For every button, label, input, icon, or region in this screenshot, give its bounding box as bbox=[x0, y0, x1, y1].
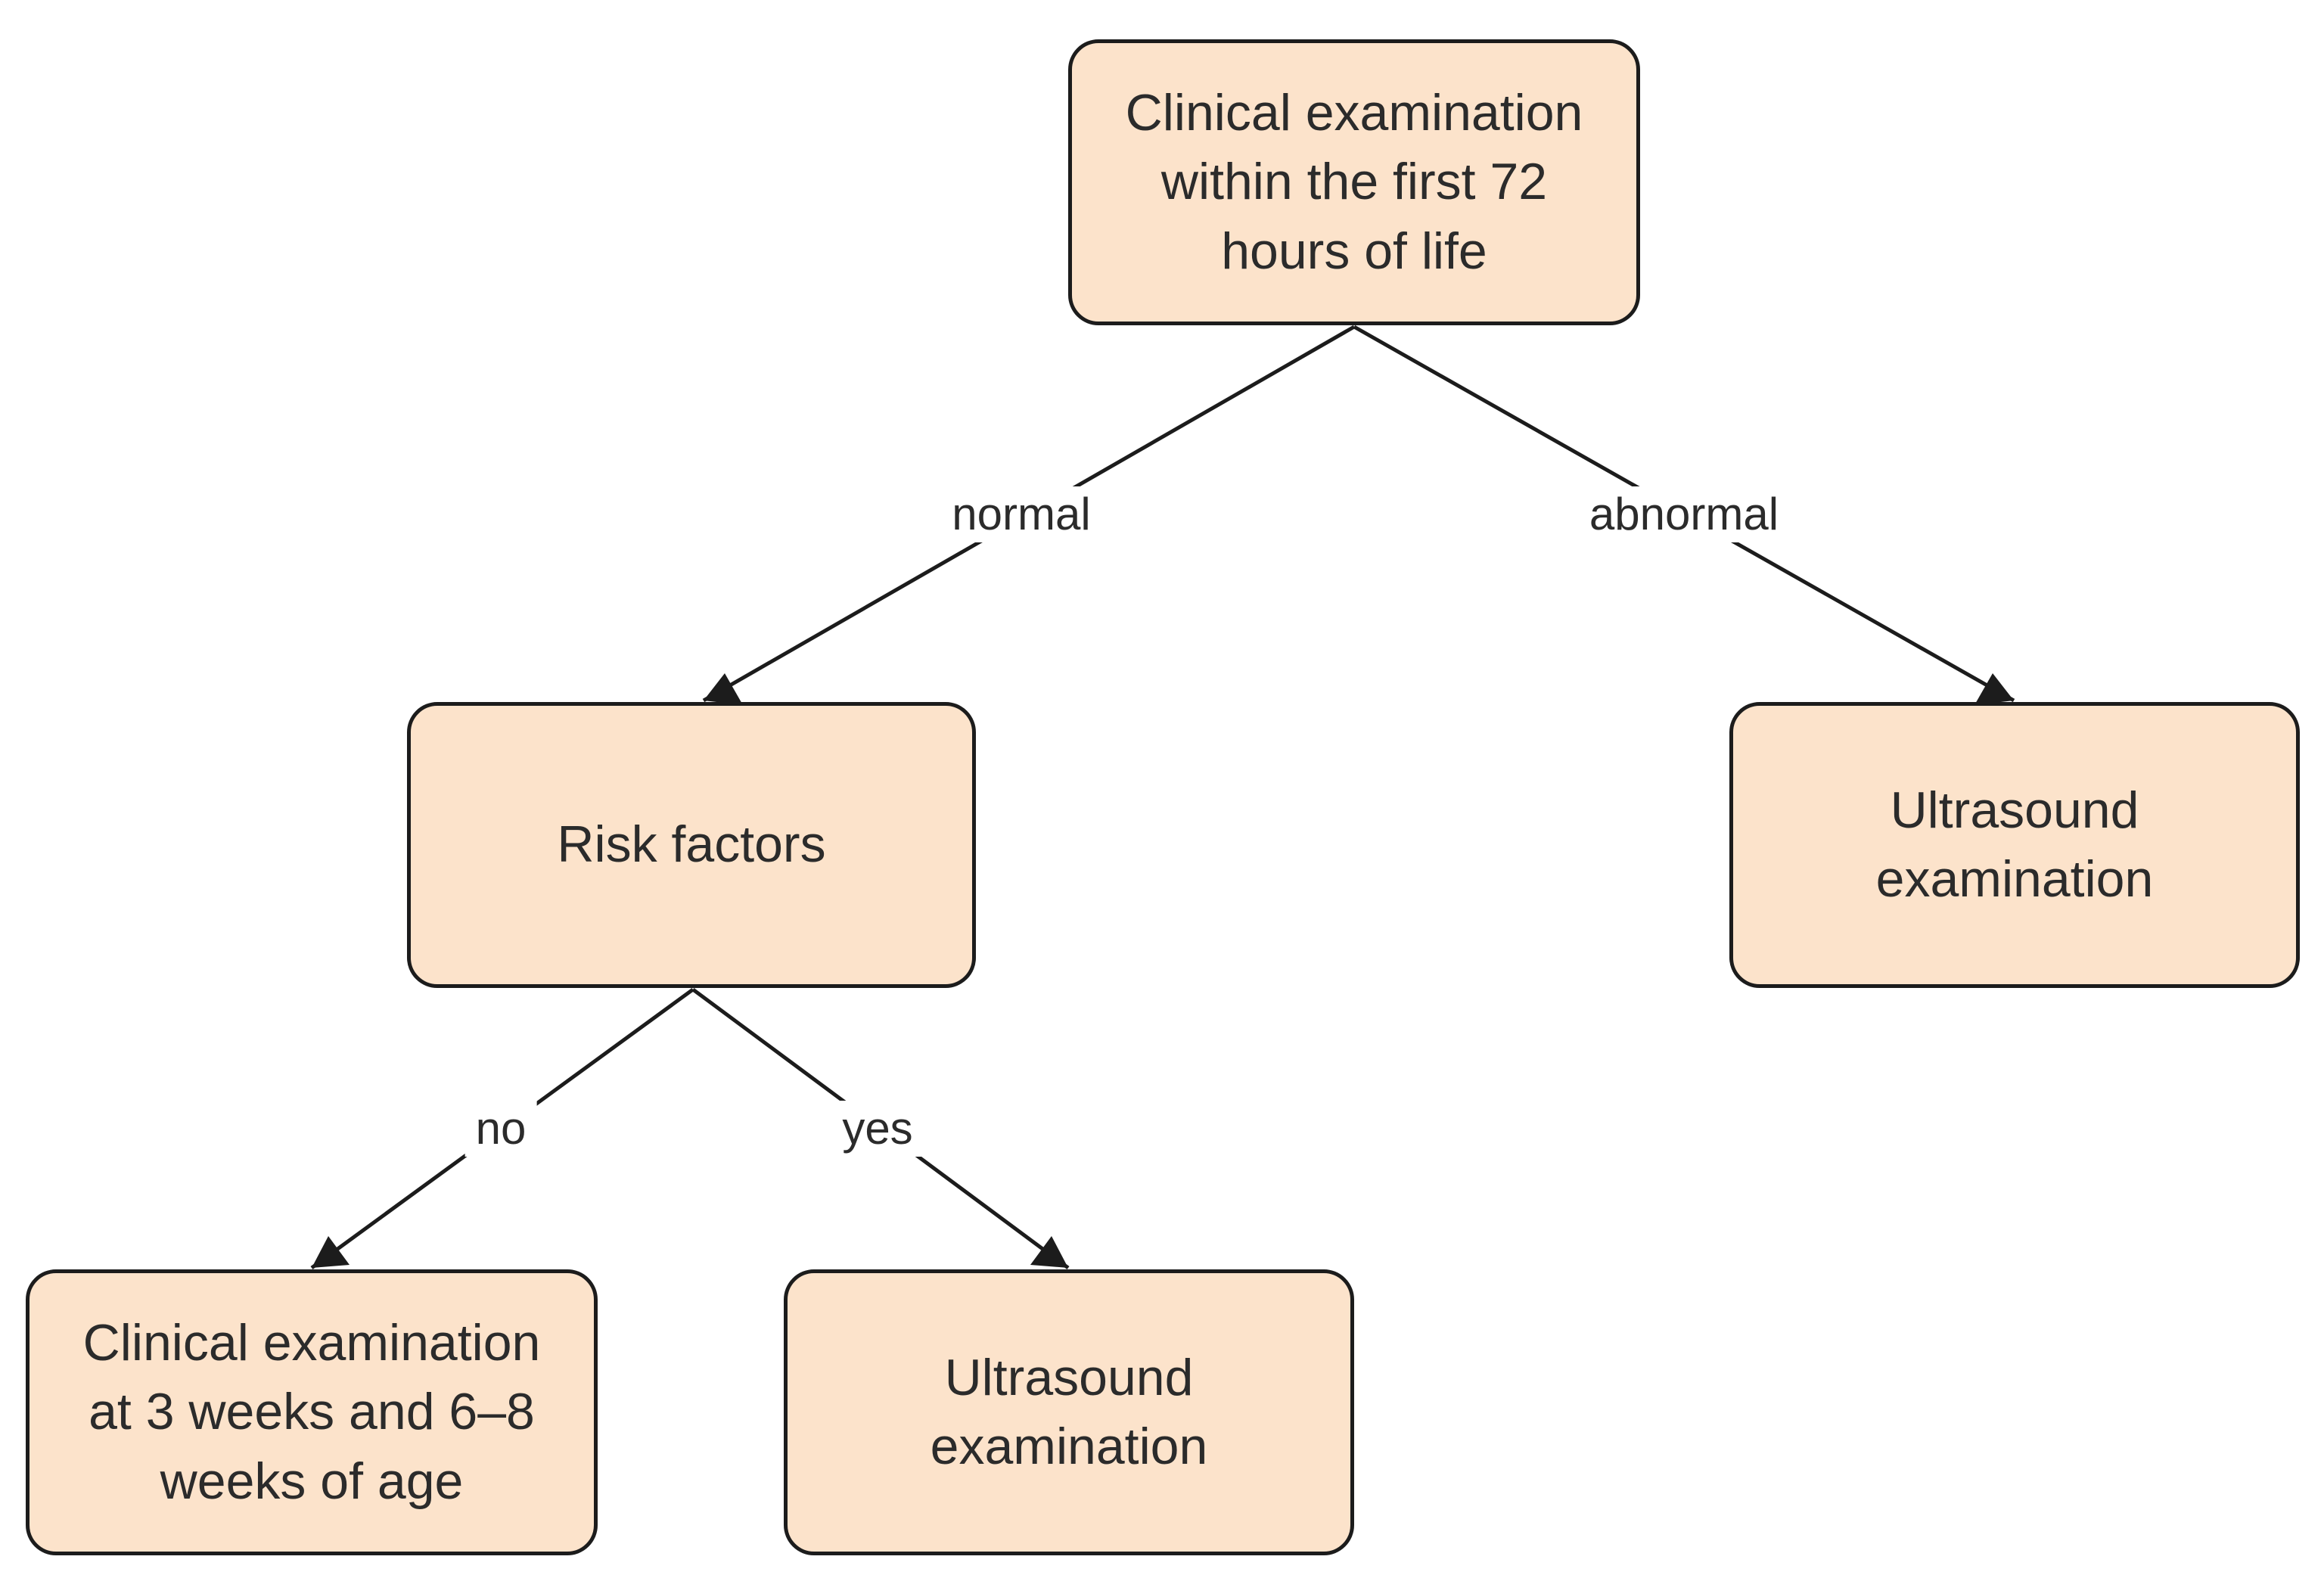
node-ultrasound-examination-right: Ultrasound examination bbox=[1729, 702, 2300, 988]
edge-label-abnormal: abnormal bbox=[1578, 486, 1790, 542]
arrowhead-ultrasound-right bbox=[1974, 673, 2014, 705]
node-ultrasound-examination-bottom: Ultrasound examination bbox=[784, 1269, 1354, 1555]
node-risk-factors-label: Risk factors bbox=[557, 815, 826, 874]
node-ultrasound-bottom-label: Ultrasound examination bbox=[930, 1348, 1208, 1475]
arrowhead-clinical-followup bbox=[312, 1236, 350, 1268]
node-clinical-followup-label: Clinical examination at 3 weeks and 6–8 … bbox=[82, 1314, 541, 1510]
node-risk-factors: Risk factors bbox=[407, 702, 976, 988]
edge-label-no: no bbox=[464, 1101, 537, 1157]
edge-label-normal: normal bbox=[941, 486, 1101, 542]
arrowhead-ultrasound-bottom bbox=[1030, 1236, 1068, 1268]
node-root-label: Clinical examination within the first 72… bbox=[1125, 84, 1583, 280]
node-ultrasound-right-label: Ultrasound examination bbox=[1875, 781, 2154, 908]
node-clinical-examination-followup: Clinical examination at 3 weeks and 6–8 … bbox=[26, 1269, 598, 1555]
node-clinical-examination-72h: Clinical examination within the first 72… bbox=[1068, 39, 1640, 325]
edge-label-yes: yes bbox=[831, 1101, 924, 1157]
arrowhead-risk-factors bbox=[704, 673, 743, 705]
